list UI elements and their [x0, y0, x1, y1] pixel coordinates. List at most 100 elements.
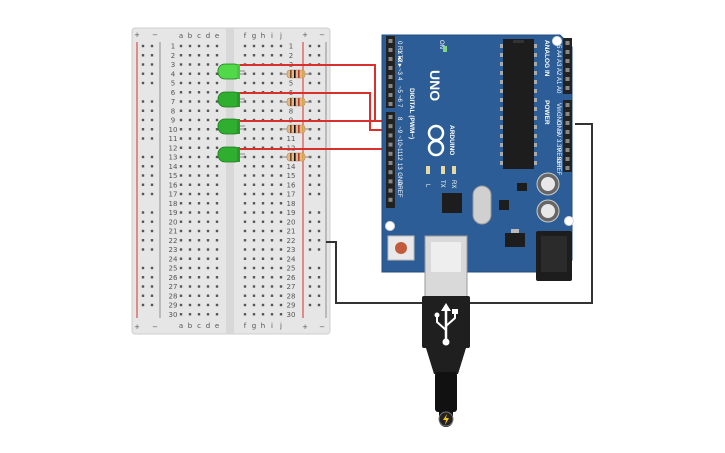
hole[interactable]: [197, 285, 201, 288]
header-pin[interactable]: [565, 130, 570, 134]
hole[interactable]: [188, 285, 192, 288]
rail-hole[interactable]: [308, 229, 312, 233]
hole[interactable]: [197, 63, 201, 66]
hole[interactable]: [188, 220, 192, 223]
hole[interactable]: [188, 211, 192, 214]
hole[interactable]: [206, 165, 210, 168]
header-pin[interactable]: [565, 50, 570, 54]
hole[interactable]: [215, 229, 219, 233]
power-jack-icon[interactable]: [536, 231, 572, 281]
hole[interactable]: [179, 248, 183, 251]
hole[interactable]: [197, 220, 201, 223]
hole[interactable]: [206, 220, 210, 223]
hole[interactable]: [197, 174, 201, 177]
rail-hole[interactable]: [150, 128, 154, 131]
hole[interactable]: [252, 155, 256, 159]
rail-hole[interactable]: [308, 183, 312, 186]
hole[interactable]: [215, 54, 219, 57]
hole[interactable]: [197, 44, 201, 48]
hole[interactable]: [206, 313, 210, 316]
rail-hole[interactable]: [308, 137, 312, 140]
hole[interactable]: [188, 109, 192, 112]
rail-hole[interactable]: [141, 248, 145, 251]
rail-hole[interactable]: [308, 266, 312, 270]
hole[interactable]: [270, 174, 274, 177]
rail-hole[interactable]: [141, 155, 145, 159]
hole[interactable]: [279, 313, 283, 316]
rail-hole[interactable]: [150, 220, 154, 223]
hole[interactable]: [206, 183, 210, 186]
header-pin[interactable]: [388, 151, 393, 156]
hole[interactable]: [206, 202, 210, 205]
hole[interactable]: [243, 211, 247, 214]
hole[interactable]: [279, 248, 283, 251]
hole[interactable]: [179, 303, 183, 307]
rail-hole[interactable]: [150, 248, 154, 251]
hole[interactable]: [252, 146, 256, 149]
hole[interactable]: [270, 257, 274, 260]
hole[interactable]: [197, 137, 201, 140]
hole[interactable]: [197, 303, 201, 307]
hole[interactable]: [197, 211, 201, 214]
resistor[interactable]: [280, 97, 312, 107]
hole[interactable]: [279, 303, 283, 307]
hole[interactable]: [215, 202, 219, 205]
hole[interactable]: [243, 81, 247, 85]
hole[interactable]: [270, 54, 274, 57]
header-pin[interactable]: [565, 68, 570, 72]
hole[interactable]: [252, 44, 256, 48]
digital-header-high[interactable]: [386, 36, 395, 108]
hole[interactable]: [215, 109, 219, 112]
hole[interactable]: [197, 192, 201, 196]
hole[interactable]: [270, 239, 274, 242]
rail-hole[interactable]: [141, 303, 145, 307]
hole[interactable]: [252, 229, 256, 233]
hole[interactable]: [206, 72, 210, 75]
hole[interactable]: [215, 137, 219, 140]
hole[interactable]: [179, 128, 183, 131]
rail-hole[interactable]: [317, 183, 321, 186]
header-pin[interactable]: [565, 103, 570, 107]
rail-hole[interactable]: [141, 72, 145, 75]
header-pin[interactable]: [388, 66, 393, 70]
hole[interactable]: [179, 313, 183, 316]
hole[interactable]: [197, 155, 201, 159]
hole[interactable]: [188, 303, 192, 307]
hole[interactable]: [188, 248, 192, 251]
hole[interactable]: [252, 165, 256, 168]
hole[interactable]: [188, 276, 192, 279]
rail-hole[interactable]: [141, 109, 145, 112]
header-pin[interactable]: [565, 59, 570, 63]
hole[interactable]: [261, 211, 265, 214]
hole[interactable]: [252, 239, 256, 242]
hole[interactable]: [261, 192, 265, 196]
hole[interactable]: [197, 165, 201, 168]
rail-hole[interactable]: [141, 183, 145, 186]
hole[interactable]: [261, 44, 265, 48]
breadboard[interactable]: + − + − + − + − a b c d e f g h i j a b …: [131, 27, 331, 335]
hole[interactable]: [206, 266, 210, 270]
hole[interactable]: [197, 72, 201, 75]
hole[interactable]: [215, 192, 219, 196]
rail-hole[interactable]: [150, 239, 154, 242]
hole[interactable]: [243, 313, 247, 316]
header-pin[interactable]: [388, 102, 393, 106]
hole[interactable]: [197, 266, 201, 270]
hole[interactable]: [206, 109, 210, 112]
hole[interactable]: [197, 128, 201, 131]
hole[interactable]: [261, 294, 265, 297]
hole[interactable]: [197, 183, 201, 186]
resistor[interactable]: [280, 124, 312, 134]
rail-hole[interactable]: [141, 276, 145, 279]
hole[interactable]: [188, 239, 192, 242]
rail-hole[interactable]: [141, 137, 145, 140]
usb-cable[interactable]: [422, 296, 470, 427]
hole[interactable]: [179, 155, 183, 159]
hole[interactable]: [188, 257, 192, 260]
hole[interactable]: [197, 118, 201, 122]
rail-hole[interactable]: [141, 165, 145, 168]
rail-hole[interactable]: [150, 137, 154, 140]
hole[interactable]: [215, 183, 219, 186]
hole[interactable]: [252, 137, 256, 140]
rail-hole[interactable]: [317, 285, 321, 288]
